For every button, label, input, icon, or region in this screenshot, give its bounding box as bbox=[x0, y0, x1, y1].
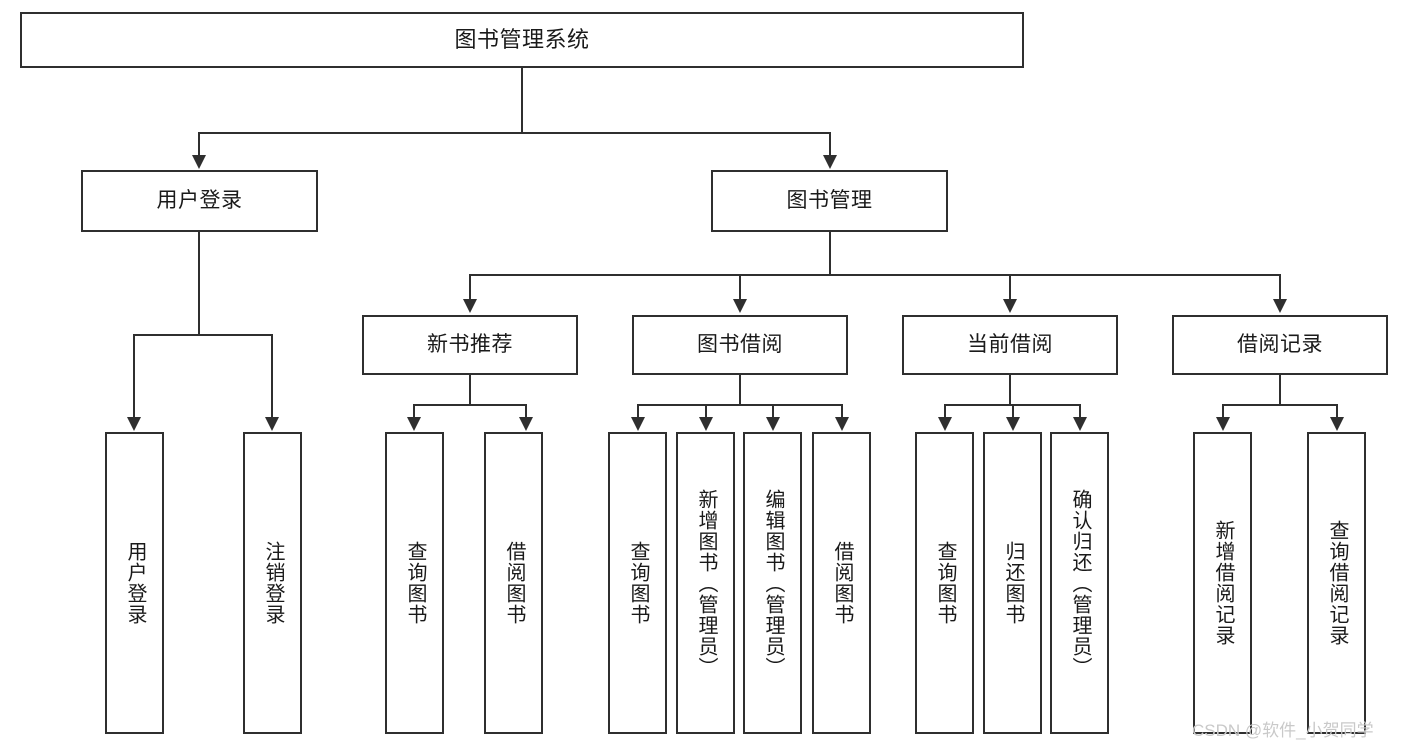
leaf-current-query-book[interactable]: 查询图书 bbox=[915, 432, 974, 734]
arrow-borrow-to-leaf-3 bbox=[766, 417, 780, 431]
leaf-borrow-query-book[interactable]: 查询图书 bbox=[608, 432, 667, 734]
connector-current-stem bbox=[1009, 375, 1011, 406]
connector-records-to-leaf-2 bbox=[1336, 404, 1338, 420]
arrow-borrow-to-leaf-2 bbox=[699, 417, 713, 431]
node-label: 新增图书（管理员） bbox=[695, 488, 717, 678]
node-label: 查询图书 bbox=[404, 541, 426, 625]
arrow-bm-to-records bbox=[1273, 299, 1287, 313]
node-current-borrow[interactable]: 当前借阅 bbox=[902, 315, 1118, 375]
connector-user-login-stem bbox=[198, 232, 200, 336]
connector-current-to-leaf-3 bbox=[1079, 404, 1081, 420]
leaf-borrow-add-book-admin[interactable]: 新增图书（管理员） bbox=[676, 432, 735, 734]
connector-root-bus bbox=[198, 132, 831, 134]
node-label: 新增借阅记录 bbox=[1212, 520, 1234, 646]
connector-borrow-bus bbox=[637, 404, 842, 406]
connector-book-management-stem bbox=[829, 232, 831, 276]
node-label: 新书推荐 bbox=[427, 332, 513, 356]
leaf-records-add-record[interactable]: 新增借阅记录 bbox=[1193, 432, 1252, 734]
arrow-records-to-leaf-1 bbox=[1216, 417, 1230, 431]
node-label: 图书管理 bbox=[786, 188, 873, 212]
leaf-current-return-book[interactable]: 归还图书 bbox=[983, 432, 1042, 734]
connector-borrow-to-leaf-3 bbox=[772, 404, 774, 420]
arrow-bm-to-borrow bbox=[733, 299, 747, 313]
connector-root-to-book-management bbox=[829, 132, 831, 160]
arrow-root-to-user-login bbox=[192, 155, 206, 169]
node-label: 查询图书 bbox=[627, 541, 649, 625]
arrow-new-book-to-leaf-2 bbox=[519, 417, 533, 431]
connector-root-to-user-login bbox=[198, 132, 200, 160]
connector-book-management-bus bbox=[469, 274, 1281, 276]
arrow-bm-to-current bbox=[1003, 299, 1017, 313]
connector-bm-to-records bbox=[1279, 274, 1281, 304]
connector-current-to-leaf-1 bbox=[944, 404, 946, 420]
node-label: 借阅图书 bbox=[503, 541, 525, 625]
leaf-borrow-edit-book-admin[interactable]: 编辑图书（管理员） bbox=[743, 432, 802, 734]
connector-records-stem bbox=[1279, 375, 1281, 406]
connector-bm-to-borrow bbox=[739, 274, 741, 304]
connector-new-book-to-leaf-1 bbox=[413, 404, 415, 420]
connector-borrow-to-leaf-1 bbox=[637, 404, 639, 420]
node-label: 用户登录 bbox=[124, 541, 146, 625]
leaf-user-login-login[interactable]: 用户登录 bbox=[105, 432, 164, 734]
node-user-login[interactable]: 用户登录 bbox=[81, 170, 318, 232]
arrow-current-to-leaf-2 bbox=[1006, 417, 1020, 431]
connector-borrow-stem bbox=[739, 375, 741, 406]
node-book-management[interactable]: 图书管理 bbox=[711, 170, 948, 232]
connector-bm-to-current bbox=[1009, 274, 1011, 304]
node-label: 查询图书 bbox=[934, 541, 956, 625]
node-borrow-records[interactable]: 借阅记录 bbox=[1172, 315, 1388, 375]
connector-current-to-leaf-2 bbox=[1012, 404, 1014, 420]
csdn-watermark: CSDN @软件_小贺同学 bbox=[1192, 721, 1374, 740]
connector-records-to-leaf-1 bbox=[1222, 404, 1224, 420]
node-label: 用户登录 bbox=[156, 188, 243, 212]
leaf-new-book-borrow[interactable]: 借阅图书 bbox=[484, 432, 543, 734]
arrow-current-to-leaf-3 bbox=[1073, 417, 1087, 431]
connector-bm-to-new-book bbox=[469, 274, 471, 304]
node-label: 借阅记录 bbox=[1237, 332, 1323, 356]
arrow-new-book-to-leaf-1 bbox=[407, 417, 421, 431]
node-label: 借阅图书 bbox=[831, 541, 853, 625]
node-root-book-management-system[interactable]: 图书管理系统 bbox=[20, 12, 1024, 68]
node-label: 当前借阅 bbox=[967, 332, 1053, 356]
connector-new-book-to-leaf-2 bbox=[525, 404, 527, 420]
node-label: 确认归还（管理员） bbox=[1069, 488, 1091, 678]
node-label: 编辑图书（管理员） bbox=[762, 488, 784, 678]
connector-new-book-bus bbox=[413, 404, 527, 406]
arrow-current-to-leaf-1 bbox=[938, 417, 952, 431]
arrow-bm-to-new-book bbox=[463, 299, 477, 313]
connector-borrow-to-leaf-4 bbox=[841, 404, 843, 420]
node-label: 注销登录 bbox=[262, 541, 284, 625]
leaf-records-query-record[interactable]: 查询借阅记录 bbox=[1307, 432, 1366, 734]
leaf-borrow-borrow-book[interactable]: 借阅图书 bbox=[812, 432, 871, 734]
connector-root-stem bbox=[521, 68, 523, 134]
node-label: 图书管理系统 bbox=[454, 27, 590, 53]
arrow-user-login-to-leaf-2 bbox=[265, 417, 279, 431]
node-book-borrow[interactable]: 图书借阅 bbox=[632, 315, 848, 375]
connector-user-login-bus bbox=[133, 334, 273, 336]
leaf-current-confirm-return-admin[interactable]: 确认归还（管理员） bbox=[1050, 432, 1109, 734]
connector-borrow-to-leaf-2 bbox=[705, 404, 707, 420]
leaf-user-login-logout[interactable]: 注销登录 bbox=[243, 432, 302, 734]
arrow-user-login-to-leaf-1 bbox=[127, 417, 141, 431]
arrow-root-to-book-management bbox=[823, 155, 837, 169]
node-label: 归还图书 bbox=[1002, 541, 1024, 625]
node-label: 查询借阅记录 bbox=[1326, 520, 1348, 646]
connector-user-login-to-leaf-2 bbox=[271, 334, 273, 419]
connector-new-book-stem bbox=[469, 375, 471, 406]
connector-records-bus bbox=[1222, 404, 1338, 406]
node-label: 图书借阅 bbox=[697, 332, 783, 356]
connector-user-login-to-leaf-1 bbox=[133, 334, 135, 419]
arrow-borrow-to-leaf-4 bbox=[835, 417, 849, 431]
node-new-book-recommendation[interactable]: 新书推荐 bbox=[362, 315, 578, 375]
leaf-new-book-query[interactable]: 查询图书 bbox=[385, 432, 444, 734]
arrow-borrow-to-leaf-1 bbox=[631, 417, 645, 431]
arrow-records-to-leaf-2 bbox=[1330, 417, 1344, 431]
